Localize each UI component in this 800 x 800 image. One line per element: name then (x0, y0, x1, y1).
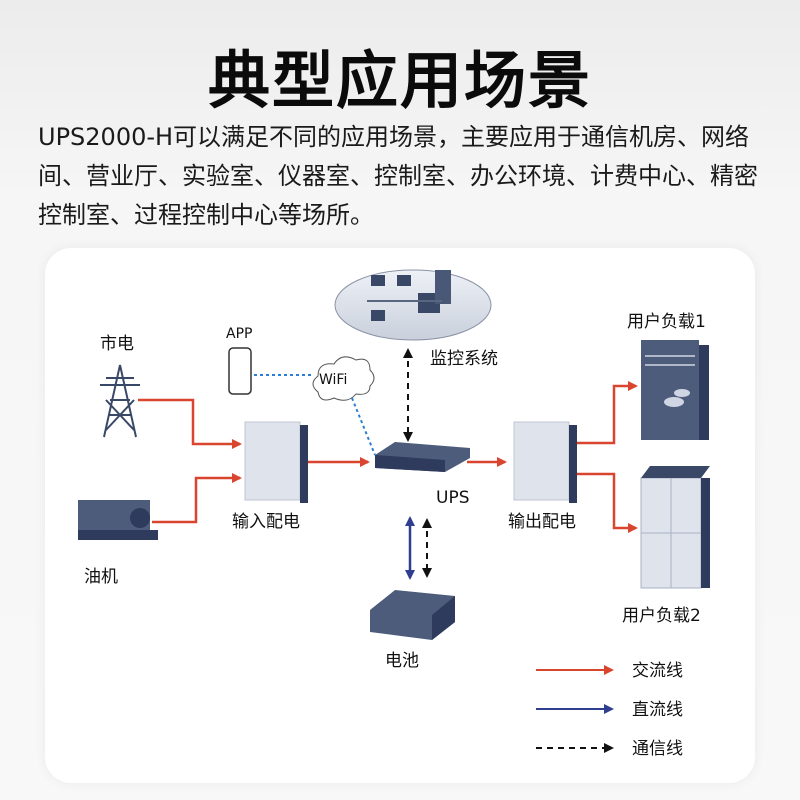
battery-icon (370, 590, 455, 640)
legend-comm-label: 通信线 (632, 739, 683, 759)
output-pdu-label: 输出配电 (508, 512, 576, 532)
page-title: 典型应用场景 (207, 44, 592, 117)
computer-icon (367, 270, 451, 321)
power-tower-icon (100, 364, 140, 438)
monitoring-system (334, 269, 492, 341)
load2-label: 用户负载2 (622, 606, 701, 626)
input-pdu-icon (244, 421, 308, 503)
load1-label: 用户负载1 (627, 312, 706, 332)
legend-ac-label: 交流线 (632, 661, 683, 681)
wifi-cloud-icon (312, 356, 375, 401)
output-pdu-icon (513, 421, 577, 503)
battery-label: 电池 (385, 651, 419, 671)
app-label: APP (226, 326, 252, 342)
monitoring-label: 监控系统 (430, 349, 498, 369)
wifi-link-ups (351, 397, 376, 456)
generator-icon (78, 500, 158, 540)
page-description: UPS2000-H可以满足不同的应用场景，主要应用于通信机房、网络间、营业厅、实… (38, 123, 758, 229)
server-load2-icon (640, 466, 710, 589)
ac-line-load1 (577, 381, 638, 445)
ac-line-grid (138, 398, 242, 449)
grid-label: 市电 (100, 334, 134, 354)
ac-line-generator (152, 473, 242, 524)
legend-dc-label: 直流线 (632, 700, 683, 720)
ups-device-icon (375, 442, 470, 472)
phone-icon (228, 347, 252, 395)
wifi-label: WiFi (319, 372, 347, 388)
ups-label: UPS (436, 488, 470, 508)
input-pdu-label: 输入配电 (232, 512, 300, 532)
generator-label: 油机 (84, 567, 118, 587)
legend: 交流线 直流线 通信线 (536, 661, 683, 759)
ac-line-load2 (577, 472, 638, 533)
server-load1-icon (641, 340, 709, 440)
